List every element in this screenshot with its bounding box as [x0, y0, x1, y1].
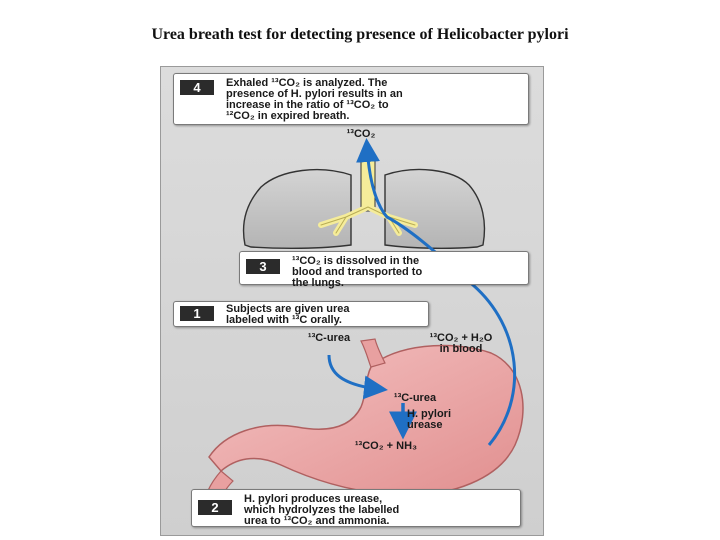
exhaled-co2-label: ¹³CO₂ — [346, 128, 376, 140]
step-2-text: H. pylori produces urease, which hydroly… — [244, 493, 400, 527]
step-1-box: 1 Subjects are given urea labeled with ¹… — [173, 301, 429, 327]
lungs-illustration — [242, 156, 486, 250]
step-4-text: Exhaled ¹³CO₂ is analyzed. The presence … — [226, 77, 403, 122]
stomach — [208, 344, 524, 496]
step-3-text: ¹³CO₂ is dissolved in the blood and tran… — [292, 255, 423, 289]
step-2-number: 2 — [198, 500, 232, 515]
slide-title: Urea breath test for detecting presence … — [151, 26, 569, 43]
step-3-number: 3 — [246, 259, 280, 274]
left-lung — [242, 169, 352, 249]
step-4-number: 4 — [180, 80, 214, 95]
step-4-box: 4 Exhaled ¹³CO₂ is analyzed. The presenc… — [173, 73, 529, 125]
co2-water-blood-label: ¹³CO₂ + H₂O in blood — [429, 332, 493, 355]
stomach-urea-label: ¹³C-urea — [393, 392, 437, 404]
urea-breath-test-figure: 4 Exhaled ¹³CO₂ is analyzed. The presenc… — [160, 66, 544, 536]
h-pylori-urease-label: H. pylori urease — [407, 408, 452, 431]
step-2-box: 2 H. pylori produces urease, which hydro… — [191, 489, 521, 527]
oral-urea-label: ¹³C-urea — [307, 332, 351, 344]
urea-ingestion-arrow — [327, 354, 388, 400]
esophagus — [360, 338, 386, 368]
step-3-box: 3 ¹³CO₂ is dissolved in the blood and tr… — [239, 251, 529, 289]
products-label: ¹³CO₂ + NH₃ — [354, 440, 418, 452]
step-1-text: Subjects are given urea labeled with ¹³C… — [226, 303, 350, 326]
step-1-number: 1 — [180, 306, 214, 321]
right-lung — [384, 168, 486, 250]
